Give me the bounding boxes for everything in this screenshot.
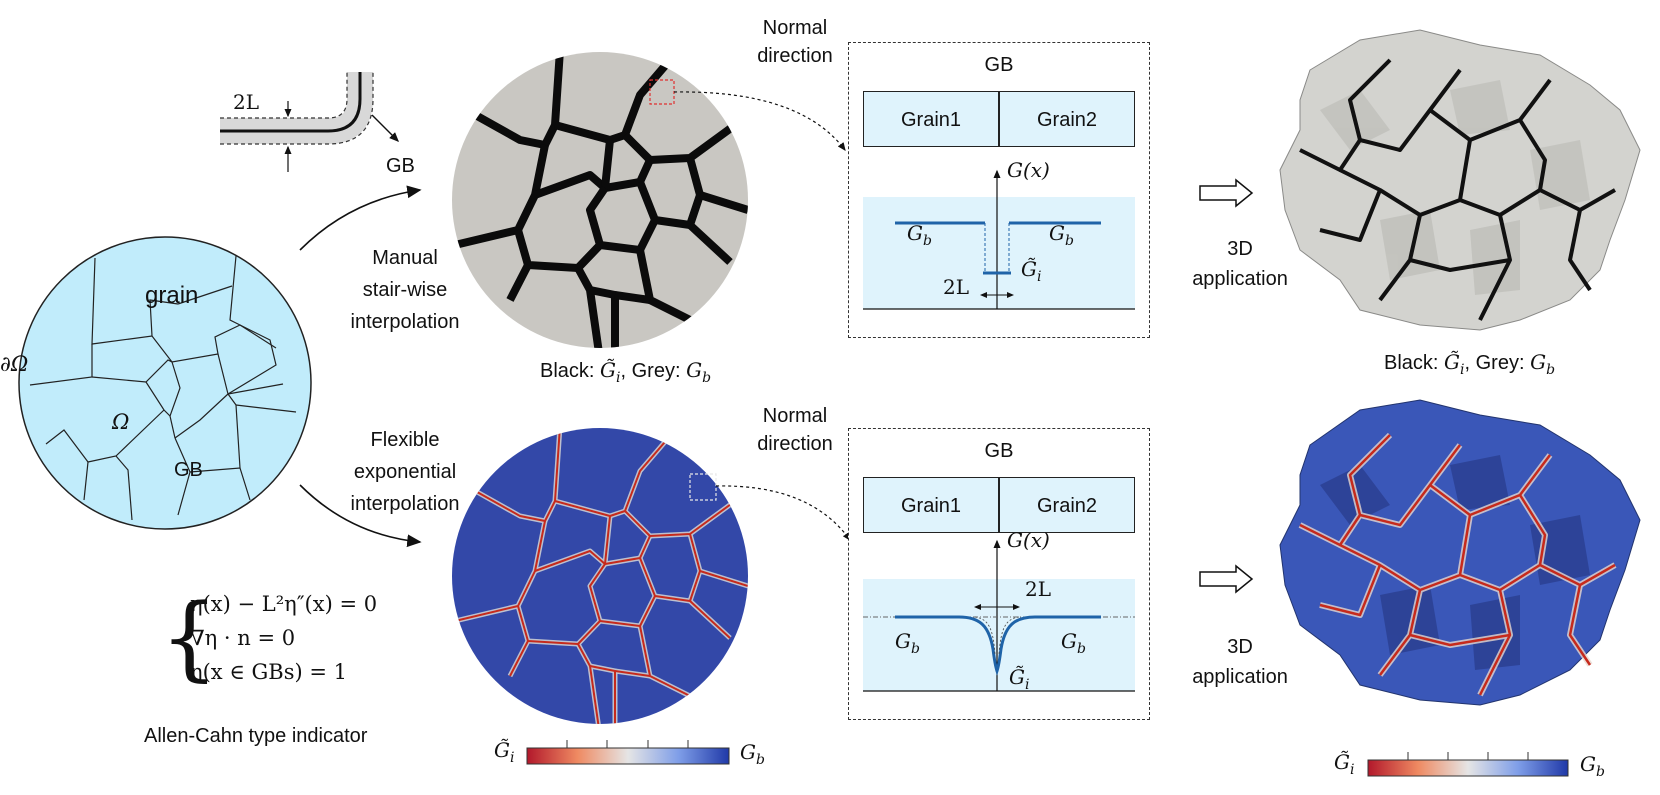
gi-label: G̃i — [1009, 665, 1030, 693]
polycrystal-3d-stairwise — [1279, 29, 1641, 331]
arrow-to-exponential — [299, 484, 422, 548]
gb-left-label: Gb — [907, 221, 932, 249]
axis-label: G(x) — [1007, 528, 1050, 552]
grain-pair-box: Grain1 Grain2 — [863, 91, 1135, 147]
band-width-label: 2L — [233, 90, 260, 114]
gb-left-label: Gb — [895, 629, 920, 657]
zoom-connector-top — [673, 91, 846, 151]
stairwise-2d-map — [452, 52, 748, 348]
stairwise-3d-caption: Black: G̃i, Grey: Gb — [1384, 350, 1556, 378]
exponential-2d-map — [452, 428, 748, 724]
colorbar-3d-min: G̃i — [1334, 750, 1355, 778]
grain-domain — [18, 236, 312, 530]
equation-3: η(x ∈ GBs) = 1 — [190, 660, 347, 684]
axis-label: G(x) — [1007, 158, 1050, 182]
stairwise-profile-plot — [863, 169, 1135, 310]
normal-direction-top: Normal direction — [757, 17, 833, 67]
application-label-top: 3D application — [1192, 238, 1288, 290]
gb-profile-panel-exponential: GB Grain1 Grain2 G(x) 2L Gb Gb G̃i — [848, 428, 1150, 720]
grain1-label: Grain1 — [900, 109, 962, 131]
colorbar-2d-min: G̃i — [494, 738, 515, 766]
colorbar-3d-max: Gb — [1580, 752, 1605, 780]
zoom-connector-bottom — [715, 485, 851, 541]
indicator-caption: Allen-Cahn type indicator — [144, 725, 368, 747]
arrow-3d-bottom — [1199, 564, 1254, 594]
panel-title: GB — [984, 54, 1014, 76]
exponential-profile-plot — [863, 539, 1135, 692]
boundary-label: ∂Ω — [0, 352, 29, 376]
grain-pair-box: Grain1 Grain2 — [863, 477, 1135, 533]
gb-profile-panel-stairwise: GB Grain1 Grain2 G(x) Gb Gb G̃i 2L — [848, 42, 1150, 338]
gb-right-label: Gb — [1049, 221, 1074, 249]
equation-2: ∇η · n = 0 — [190, 626, 296, 650]
domain-gb-label: GB — [174, 459, 203, 481]
gb-line — [998, 478, 1000, 532]
polycrystal-3d-exponential — [1279, 399, 1641, 706]
arrow-to-stairwise — [299, 185, 422, 251]
band-gb-label: GB — [386, 155, 415, 177]
exponential-label: Flexible exponential interpolation — [350, 429, 460, 515]
grain2-label: Grain2 — [1036, 109, 1098, 131]
gi-label: G̃i — [1021, 257, 1042, 285]
colorbar-2d — [526, 740, 730, 765]
colorbar-3d — [1367, 752, 1569, 777]
gb-band-schematic — [220, 72, 399, 172]
allen-cahn-equations: { η(x) − L²η″(x) = 0 ∇η · n = 0 η(x ∈ GB… — [160, 588, 410, 698]
width-label: 2L — [943, 275, 970, 299]
grain-label: grain — [145, 282, 199, 309]
grain1-label: Grain1 — [900, 495, 962, 517]
omega-label: Ω — [112, 410, 130, 434]
brace-icon: { — [160, 584, 219, 691]
gb-line — [998, 92, 1000, 146]
application-label-bottom: 3D application — [1192, 636, 1288, 688]
stairwise-map-caption: Black: G̃i, Grey: Gb — [540, 358, 712, 386]
arrow-3d-top — [1199, 178, 1254, 208]
width-label: 2L — [1025, 577, 1052, 601]
panel-title: GB — [984, 440, 1014, 462]
colorbar-2d-max: Gb — [740, 740, 765, 768]
normal-direction-bottom: Normal direction — [757, 405, 833, 455]
equation-1: η(x) − L²η″(x) = 0 — [190, 592, 378, 616]
gb-right-label: Gb — [1061, 629, 1086, 657]
grain2-label: Grain2 — [1036, 495, 1098, 517]
stairwise-label: Manual stair-wise interpolation — [350, 247, 460, 333]
